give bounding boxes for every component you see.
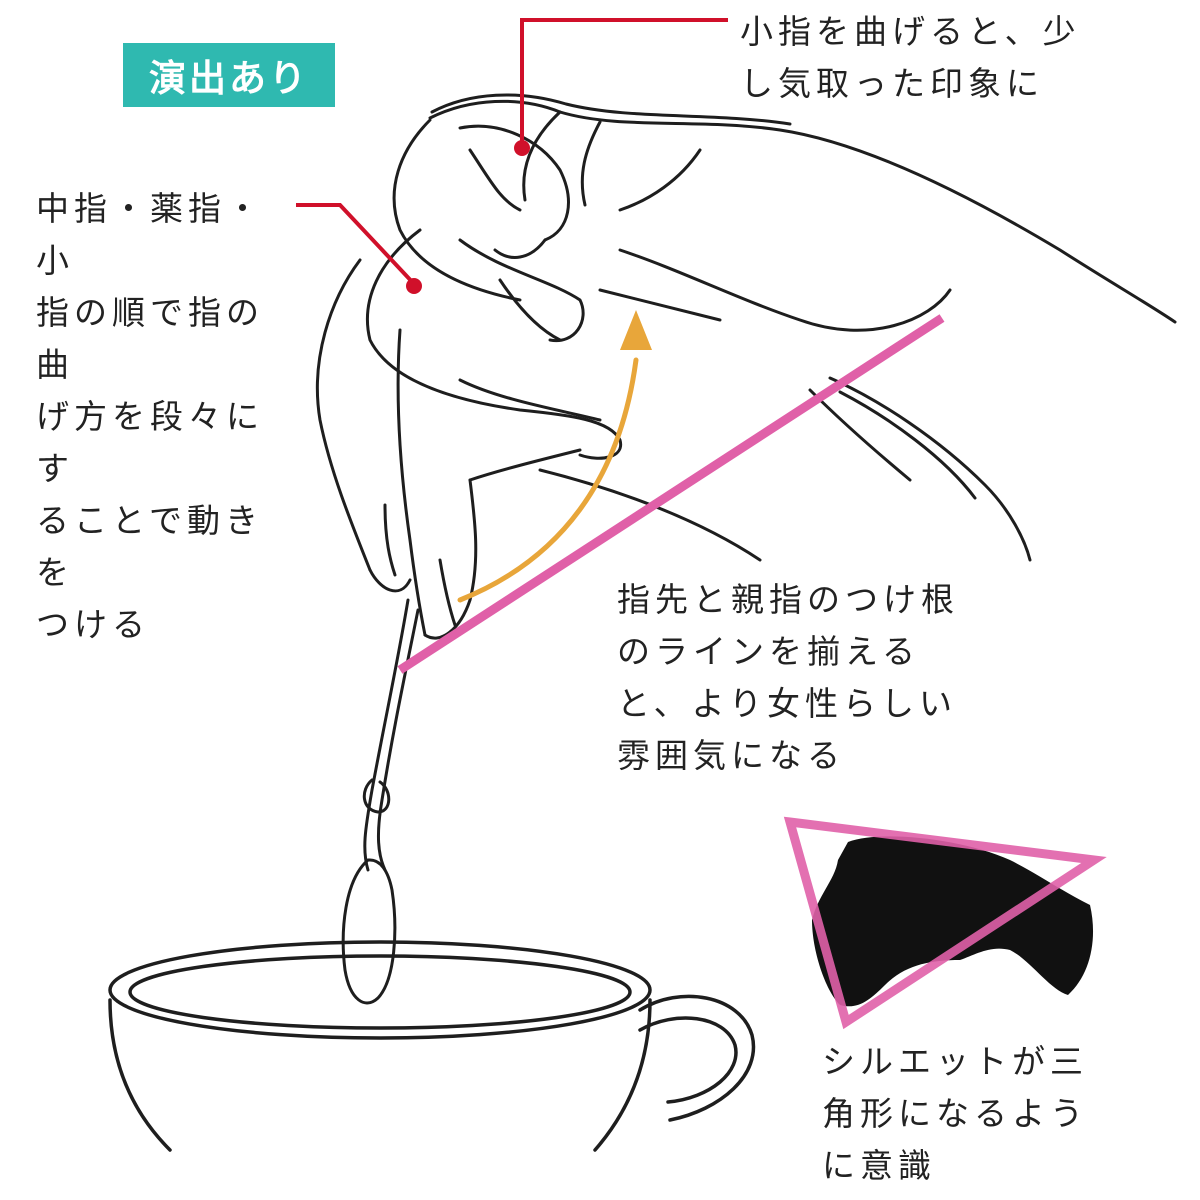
triangle-guide — [783, 816, 1107, 1030]
alignment-guide-line — [397, 314, 945, 674]
silhouette-inset — [783, 816, 1107, 1030]
pinky-note: 小指を曲げると、少 し気取った印象に — [740, 12, 1081, 103]
spoon-sketch — [341, 598, 420, 1005]
alignment-note: 指先と親指のつけ根 のラインを揃える と、より女性らしい 雰囲気になる — [617, 580, 959, 775]
silhouette-note: シルエットが三 角形になるよう に意識 — [822, 1042, 1088, 1185]
badge-background — [123, 43, 335, 107]
fingers-note: 中指・薬指・小 指の順で指の曲 げ方を段々にす ることで動きを つける — [36, 189, 264, 644]
badge-label: 演出あり — [149, 57, 309, 100]
fingers-leader — [296, 203, 422, 294]
cup-sketch — [108, 940, 756, 1152]
hand-silhouette — [812, 836, 1094, 1007]
hand-sketch — [315, 93, 1177, 640]
movement-arrow — [457, 310, 652, 603]
pinky-leader — [514, 18, 728, 156]
